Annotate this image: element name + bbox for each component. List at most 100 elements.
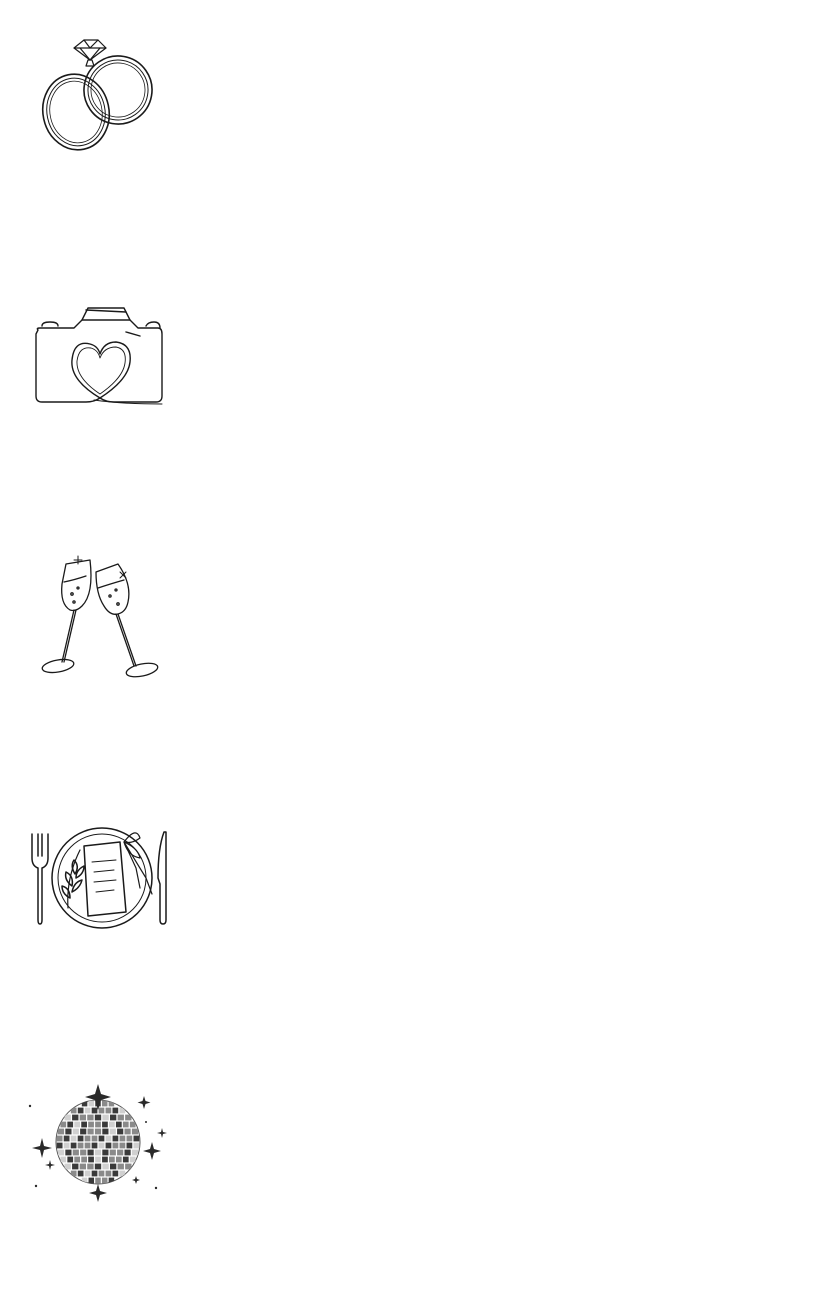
disco-tile (125, 1114, 132, 1121)
disco-tile (80, 1128, 87, 1135)
disco-tile (122, 1156, 129, 1163)
disco-tile (77, 1142, 84, 1149)
disco-tile (95, 1156, 101, 1163)
disco-tile (87, 1163, 94, 1170)
disco-tile (70, 1135, 77, 1142)
disco-tile (81, 1177, 88, 1184)
disco-tile (94, 1114, 102, 1121)
disco-tile (72, 1163, 79, 1170)
disco-tile (126, 1142, 133, 1149)
disco-tile (133, 1135, 140, 1142)
disco-tile (119, 1107, 126, 1114)
disco-ball-icon (24, 1080, 170, 1204)
disco-tile (84, 1170, 91, 1177)
disco-tile (67, 1121, 74, 1128)
disco-tile (102, 1114, 109, 1121)
disco-tile (63, 1135, 70, 1142)
disco-tile (77, 1170, 84, 1177)
disco-tile (88, 1177, 95, 1184)
disco-tile (133, 1142, 140, 1149)
disco-tile (102, 1121, 108, 1128)
disco-tile (115, 1156, 122, 1163)
disco-tile (65, 1149, 72, 1156)
disco-tile (124, 1128, 131, 1135)
disco-tile (70, 1170, 77, 1177)
disco-tile (129, 1156, 136, 1163)
disco-tile (72, 1128, 79, 1135)
disco-tile (94, 1128, 102, 1135)
wedding-rings-icon (38, 36, 160, 154)
disco-tile (109, 1156, 115, 1163)
disco-tile (74, 1121, 81, 1128)
disco-tile (112, 1107, 119, 1114)
disco-tile (122, 1121, 129, 1128)
disco-tile (124, 1149, 131, 1156)
disco-tile (98, 1107, 105, 1114)
disco-tile (95, 1177, 101, 1184)
disco-tile (87, 1149, 94, 1156)
disco-tile (56, 1135, 63, 1142)
disco-tile (119, 1142, 126, 1149)
disco-tile (98, 1135, 105, 1142)
disco-tile (101, 1100, 108, 1107)
disco-tile (74, 1156, 81, 1163)
disco-tile (129, 1121, 136, 1128)
heart-camera-icon (30, 300, 166, 410)
disco-tile (131, 1128, 139, 1135)
disco-tile (64, 1114, 71, 1121)
disco-tile (87, 1114, 94, 1121)
disco-tile (57, 1128, 65, 1135)
disco-tile (87, 1128, 94, 1135)
disco-tile (109, 1149, 116, 1156)
disco-tile (60, 1156, 67, 1163)
disco-tile (94, 1149, 102, 1156)
disco-tile (91, 1142, 98, 1149)
disco-tile (63, 1142, 70, 1149)
disco-tile (72, 1149, 79, 1156)
disco-tile (84, 1135, 91, 1142)
disco-tile (112, 1142, 119, 1149)
disco-tile (98, 1142, 105, 1149)
disco-tile (102, 1149, 109, 1156)
disco-tile (94, 1163, 102, 1170)
disco-tile (95, 1121, 101, 1128)
disco-tile (117, 1114, 124, 1121)
disco-tile (70, 1107, 77, 1114)
disco-tile (81, 1100, 88, 1107)
disco-tile (57, 1149, 65, 1156)
champagne-toast-icon (38, 554, 162, 682)
disco-tile (117, 1128, 124, 1135)
disco-tile (60, 1121, 67, 1128)
disco-tile (112, 1170, 119, 1177)
disco-tile (79, 1114, 87, 1121)
disco-tile (80, 1149, 87, 1156)
disco-tile (84, 1142, 91, 1149)
disco-tile (64, 1163, 71, 1170)
disco-tile (70, 1142, 77, 1149)
disco-tile (108, 1100, 115, 1107)
disco-tile (98, 1170, 105, 1177)
disco-tile (56, 1142, 63, 1149)
disco-tile (102, 1163, 109, 1170)
disco-tile (91, 1170, 98, 1177)
disco-tile (105, 1107, 112, 1114)
disco-tile (109, 1128, 116, 1135)
disco-tile (101, 1177, 108, 1184)
disco-tile (67, 1156, 74, 1163)
disco-tile (105, 1170, 112, 1177)
disco-tile (88, 1100, 95, 1107)
disco-tile (112, 1135, 119, 1142)
disco-tile (88, 1156, 94, 1163)
disco-tile (77, 1135, 84, 1142)
disco-tile (81, 1156, 87, 1163)
disco-tile (109, 1121, 115, 1128)
disco-tile (115, 1121, 122, 1128)
disco-tile (102, 1156, 108, 1163)
disco-tile (119, 1135, 126, 1142)
disco-tile (109, 1163, 117, 1170)
disco-tile (117, 1163, 124, 1170)
disco-tile (91, 1107, 98, 1114)
disco-tile (72, 1114, 79, 1121)
disco-tile (91, 1135, 98, 1142)
disco-tile (102, 1128, 109, 1135)
